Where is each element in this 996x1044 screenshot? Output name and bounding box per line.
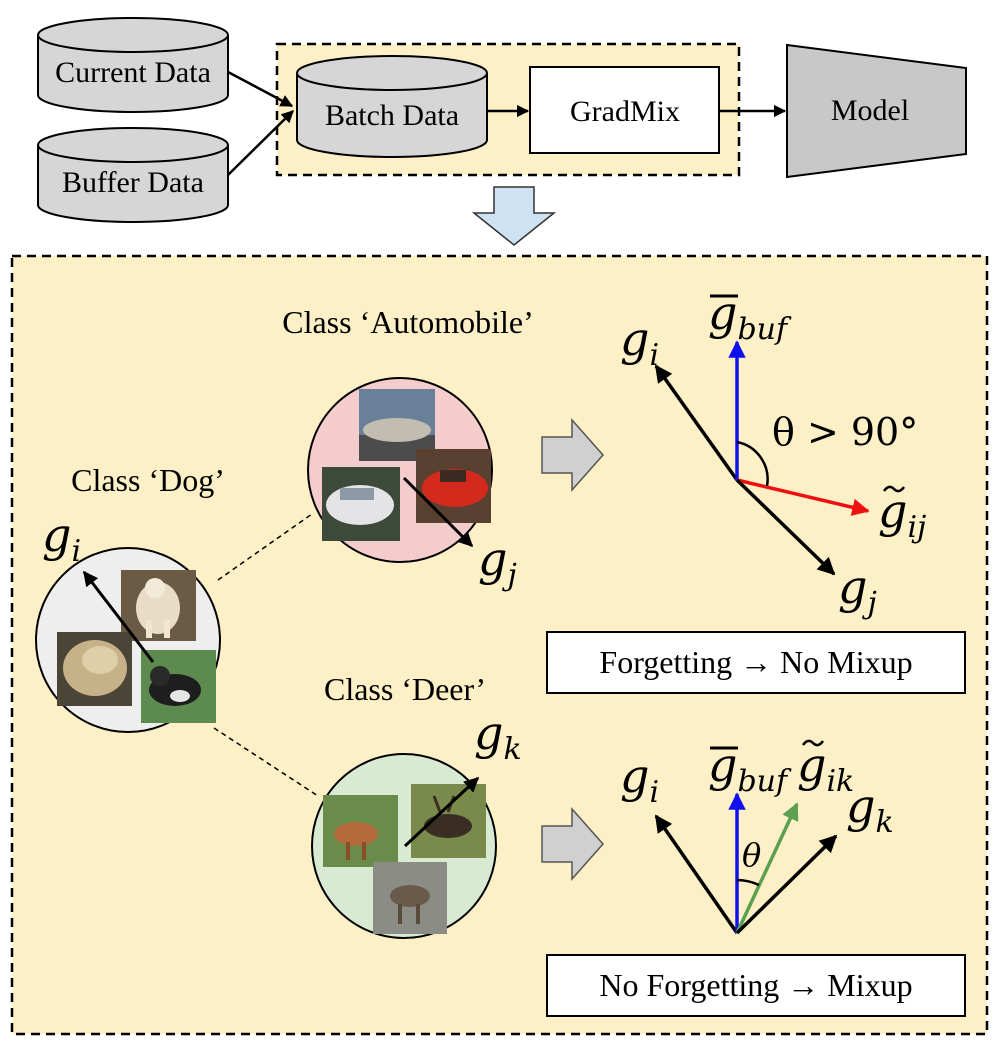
bottom-gi-label: gi (620, 749, 659, 810)
svg-text:gij: gij (878, 484, 926, 545)
bottom-gk-vector (735, 834, 838, 935)
deer-class-circle (311, 753, 497, 939)
bottom-gik-label: gik (797, 738, 854, 799)
class-deer-label: Class ‘Deer’ (324, 671, 486, 707)
deer-gk-label: gk (474, 706, 522, 767)
top-gj-vector (735, 478, 836, 576)
current-data-label: Current Data (55, 56, 211, 89)
class-automobile-label: Class ‘Automobile’ (282, 304, 534, 340)
forgetting-result-box (546, 631, 966, 694)
top-gbuf-label: gbuf (708, 286, 792, 347)
bottom-gi-vector (654, 814, 739, 934)
svg-text:gbuf: gbuf (708, 286, 792, 347)
deer-image-3 (373, 862, 447, 934)
bottom-angle-label: θ (742, 836, 761, 874)
car-image-3 (416, 449, 491, 523)
model-label: Model (831, 94, 909, 127)
dog-image-2 (57, 632, 132, 706)
current-data-cylinder: Current Data (37, 17, 229, 113)
top-gij-vector (736, 478, 870, 516)
dog-gi-label: gi (42, 508, 81, 569)
buffer-data-cylinder: Buffer Data (37, 127, 229, 223)
automobile-class-circle (307, 377, 493, 563)
top-angle-label: θ > 90° (772, 410, 918, 454)
dog-deer-connector (213, 727, 319, 797)
bottom-gbuf-label: gbuf (708, 738, 792, 799)
bottom-gk-label: gk (846, 779, 894, 840)
auto-gj-vector (402, 476, 474, 548)
no-forgetting-result-text: No Forgetting → Mixup (599, 967, 912, 1003)
down-arrow (471, 186, 557, 246)
model-shape (786, 43, 967, 179)
deer-image-2 (411, 784, 486, 858)
deer-image-1 (323, 795, 398, 867)
bottom-angle-arc (736, 878, 760, 887)
svg-text:gik: gik (797, 738, 854, 799)
top-gij-label: gij (878, 484, 926, 545)
top-gj-label: gj (838, 560, 877, 621)
gradmix-label: GradMix (570, 95, 680, 128)
no-forgetting-result-box (546, 954, 966, 1017)
bottom-gray-arrow (541, 807, 605, 881)
car-image-2 (322, 467, 400, 541)
top-angle-arc (736, 440, 769, 487)
dog-image-1 (121, 570, 196, 641)
forgetting-result-text: Forgetting → No Mixup (599, 644, 912, 680)
bottom-gik-vector (735, 802, 799, 934)
top-gray-arrow (541, 418, 605, 492)
top-gi-vector (654, 364, 739, 482)
batch-data-cylinder: Batch Data (296, 55, 488, 158)
dog-image-3 (141, 650, 216, 723)
class-dog-label: Class ‘Dog’ (71, 462, 225, 498)
dog-gi-vector (82, 570, 155, 663)
buffer-to-batch-arrow (227, 110, 294, 176)
deer-gk-vector (403, 776, 480, 848)
batch-data-label: Batch Data (325, 99, 459, 132)
current-to-batch-arrow (227, 70, 294, 108)
dog-auto-connector (217, 513, 313, 581)
dog-class-circle (35, 547, 221, 733)
buffer-data-label: Buffer Data (62, 166, 204, 199)
auto-gj-label: gj (478, 532, 517, 593)
top-gi-label: gi (620, 312, 659, 373)
svg-text:gbuf: gbuf (708, 738, 792, 799)
